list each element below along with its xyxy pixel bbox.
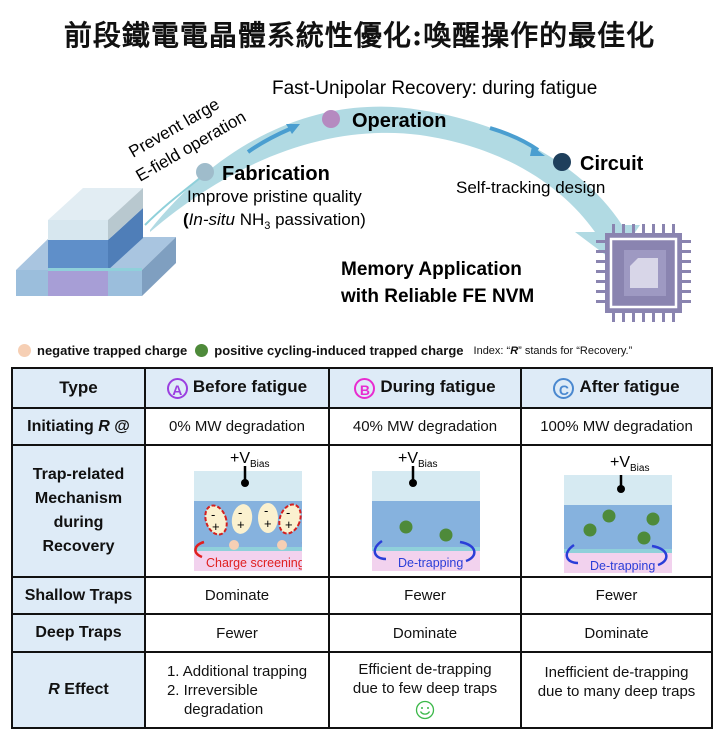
svg-text:+: + — [264, 516, 272, 531]
mechanism-before-diagram: +VBias -+ -+ -+ -+ Charge screening — [194, 450, 302, 571]
table-row-shallow-traps: Shallow Traps Dominate Fewer Fewer — [11, 576, 713, 615]
row-label-initiating: Initiating R @ — [11, 407, 146, 446]
negative-charge-icon — [229, 540, 239, 550]
legend-positive: positive cycling-induced trapped charge — [214, 343, 464, 358]
svg-text:-: - — [286, 505, 290, 520]
stage-operation-label: Operation — [352, 110, 446, 132]
badge-a-icon: A — [166, 377, 188, 399]
detrapping-arrow-icon — [373, 539, 387, 561]
cell-initiating-during: 40% MW degradation — [328, 407, 522, 446]
cell-deep-before: Fewer — [144, 613, 330, 653]
svg-text:+: + — [285, 517, 293, 532]
cell-effect-before: 1. Additional trapping 2. Irreversible d… — [144, 651, 330, 729]
cell-shallow-after: Fewer — [520, 576, 713, 615]
mechanism-during-diagram: +VBias De-trapping — [372, 450, 480, 571]
svg-text:-: - — [238, 505, 242, 520]
positive-charge-icon — [195, 344, 209, 357]
cell-initiating-after: 100% MW degradation — [520, 407, 713, 446]
top-note: Fast-Unipolar Recovery: during fatigue — [272, 78, 597, 99]
positive-charge-icon — [439, 528, 453, 542]
table-row-deep-traps: Deep Traps Fewer Dominate Dominate — [11, 613, 713, 653]
header-type: Type — [11, 367, 146, 409]
inner-arrow-1 — [246, 126, 293, 154]
svg-text:-: - — [264, 503, 268, 518]
svg-text:+: + — [212, 519, 220, 534]
svg-text:+VBias: +VBias — [398, 450, 437, 470]
svg-text:+VBias: +VBias — [610, 454, 649, 474]
row-label-shallow-traps: Shallow Traps — [11, 576, 146, 615]
mechanism-after-diagram: +VBias De-trapping — [563, 454, 672, 573]
detrapping-arrow-icon — [459, 540, 476, 563]
stage-fabrication-desc1: Improve pristine quality — [187, 187, 362, 206]
cell-shallow-before: Dominate — [144, 576, 330, 615]
stage-fabrication-desc2: (In-situ NH3 passivation) — [183, 210, 366, 232]
negative-charge-icon — [18, 344, 31, 357]
operation-dot-icon — [322, 110, 340, 128]
negative-charge-icon — [277, 540, 287, 550]
chip-icon — [596, 224, 691, 322]
legend-index: Index: “R” stands for “Recovery.” — [473, 344, 633, 357]
smiley-icon — [415, 700, 435, 720]
cell-mechanism-after: +VBias De-trapping — [520, 444, 713, 578]
inner-arrow-1-head — [286, 124, 300, 134]
dipole-icon: -+ — [204, 504, 228, 536]
row-label-effect: R Effect — [11, 651, 146, 729]
cell-mechanism-during: +VBias De-trapping — [328, 444, 522, 578]
table-row-effect: R Effect 1. Additional trapping 2. Irrev… — [11, 651, 713, 729]
svg-text:+VBias: +VBias — [230, 450, 269, 470]
stage-fabrication-label: Fabrication — [222, 163, 330, 185]
screening-arrow-icon — [194, 540, 205, 559]
optimization-flow-diagram: Prevent large E-field operation Fast-Uni… — [16, 78, 691, 322]
table-row-mechanism: Trap-related Mechanism during Recovery +… — [11, 444, 713, 578]
row-label-mechanism: Trap-related Mechanism during Recovery — [11, 444, 146, 578]
caption-detrapping-after: De-trapping — [590, 559, 655, 573]
stage-circuit-label: Circuit — [580, 153, 644, 175]
cell-effect-during: Efficient de-trapping due to few deep tr… — [328, 651, 522, 729]
cell-shallow-during: Fewer — [328, 576, 522, 615]
fabrication-dot-icon — [196, 163, 214, 181]
legend-negative: negative trapped charge — [37, 343, 188, 358]
goal-line2: with Reliable FE NVM — [340, 286, 534, 307]
legend: negative trapped charge positive cycling… — [18, 343, 632, 358]
positive-charge-icon — [583, 523, 596, 537]
inner-arrow-2 — [489, 126, 540, 152]
cell-deep-during: Dominate — [328, 613, 522, 653]
cell-deep-after: Dominate — [520, 613, 713, 653]
goal-line1: Memory Application — [341, 259, 522, 280]
caption-detrapping-during: De-trapping — [398, 556, 463, 570]
badge-c-icon: C — [553, 377, 575, 399]
cell-effect-after: Inefficient de-trapping due to many deep… — [520, 651, 713, 729]
dipole-icon: -+ — [258, 503, 278, 533]
flow-arrow-band — [150, 106, 640, 263]
cell-initiating-before: 0% MW degradation — [144, 407, 330, 446]
cell-mechanism-before: +VBias -+ -+ -+ -+ Charge screening — [144, 444, 330, 578]
svg-text:-: - — [211, 507, 215, 522]
device-stack-illustration — [16, 188, 176, 296]
inner-arrow-2-head — [530, 146, 545, 156]
dipole-icon: -+ — [278, 503, 302, 535]
caption-charge-screening: Charge screening — [206, 556, 302, 570]
positive-charge-icon — [602, 509, 615, 523]
row-label-deep-traps: Deep Traps — [11, 613, 146, 653]
dipole-icon: -+ — [231, 504, 253, 534]
svg-text:+: + — [237, 517, 245, 532]
detrapping-arrow-icon — [565, 543, 578, 565]
positive-charge-icon — [399, 520, 413, 534]
page-title: 前段鐵電電晶體系統性優化:喚醒操作的最佳化 — [63, 19, 656, 52]
table-row-initiating: Initiating R @ 0% MW degradation 40% MW … — [11, 407, 713, 446]
positive-charge-icon — [646, 512, 659, 526]
detrapping-arrow-icon — [651, 544, 667, 567]
stage-circuit-desc1: Self-tracking design — [456, 178, 605, 197]
circuit-dot-icon — [553, 153, 571, 171]
badge-b-icon: B — [354, 377, 376, 399]
positive-charge-icon — [637, 531, 650, 545]
